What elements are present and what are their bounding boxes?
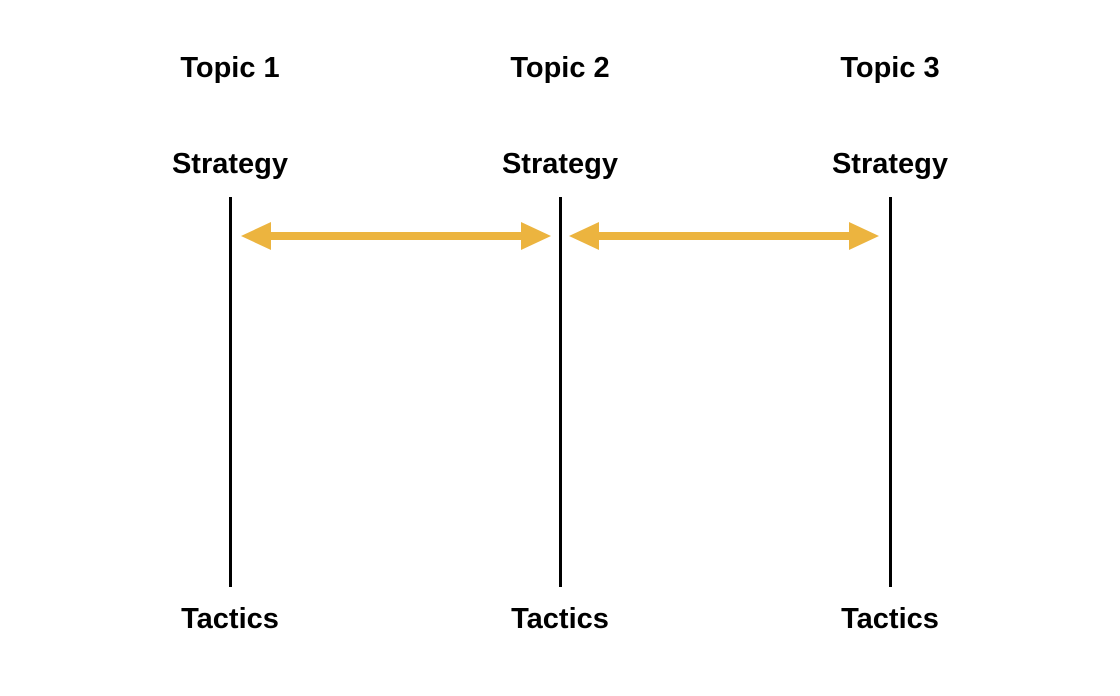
topic-3-title: Topic 3 [840,52,940,84]
topic-3-tactics-label: Tactics [841,603,939,635]
topic-2-tactics-label: Tactics [511,603,609,635]
topic-1-title: Topic 1 [180,52,280,84]
topic-2-title: Topic 2 [510,52,610,84]
topic-3-axis-line [888,197,892,587]
topic-1-axis-line [228,197,232,587]
double-arrow-icon [241,222,551,250]
topic-3-strategy-label: Strategy [831,148,949,180]
column-topic-1: Topic 1 Strategy Tactics [80,0,380,696]
arrow-shaft [263,232,529,240]
topic-2-axis-line [558,197,562,587]
column-topic-3: Topic 3 Strategy Tactics [740,0,1040,696]
topic-2-strategy-label: Strategy [501,148,619,180]
topic-1-strategy-label: Strategy [171,148,289,180]
topic-1-tactics-label: Tactics [181,603,279,635]
double-arrow-icon [569,222,879,250]
arrow-shaft [591,232,857,240]
column-topic-2: Topic 2 Strategy Tactics [410,0,710,696]
